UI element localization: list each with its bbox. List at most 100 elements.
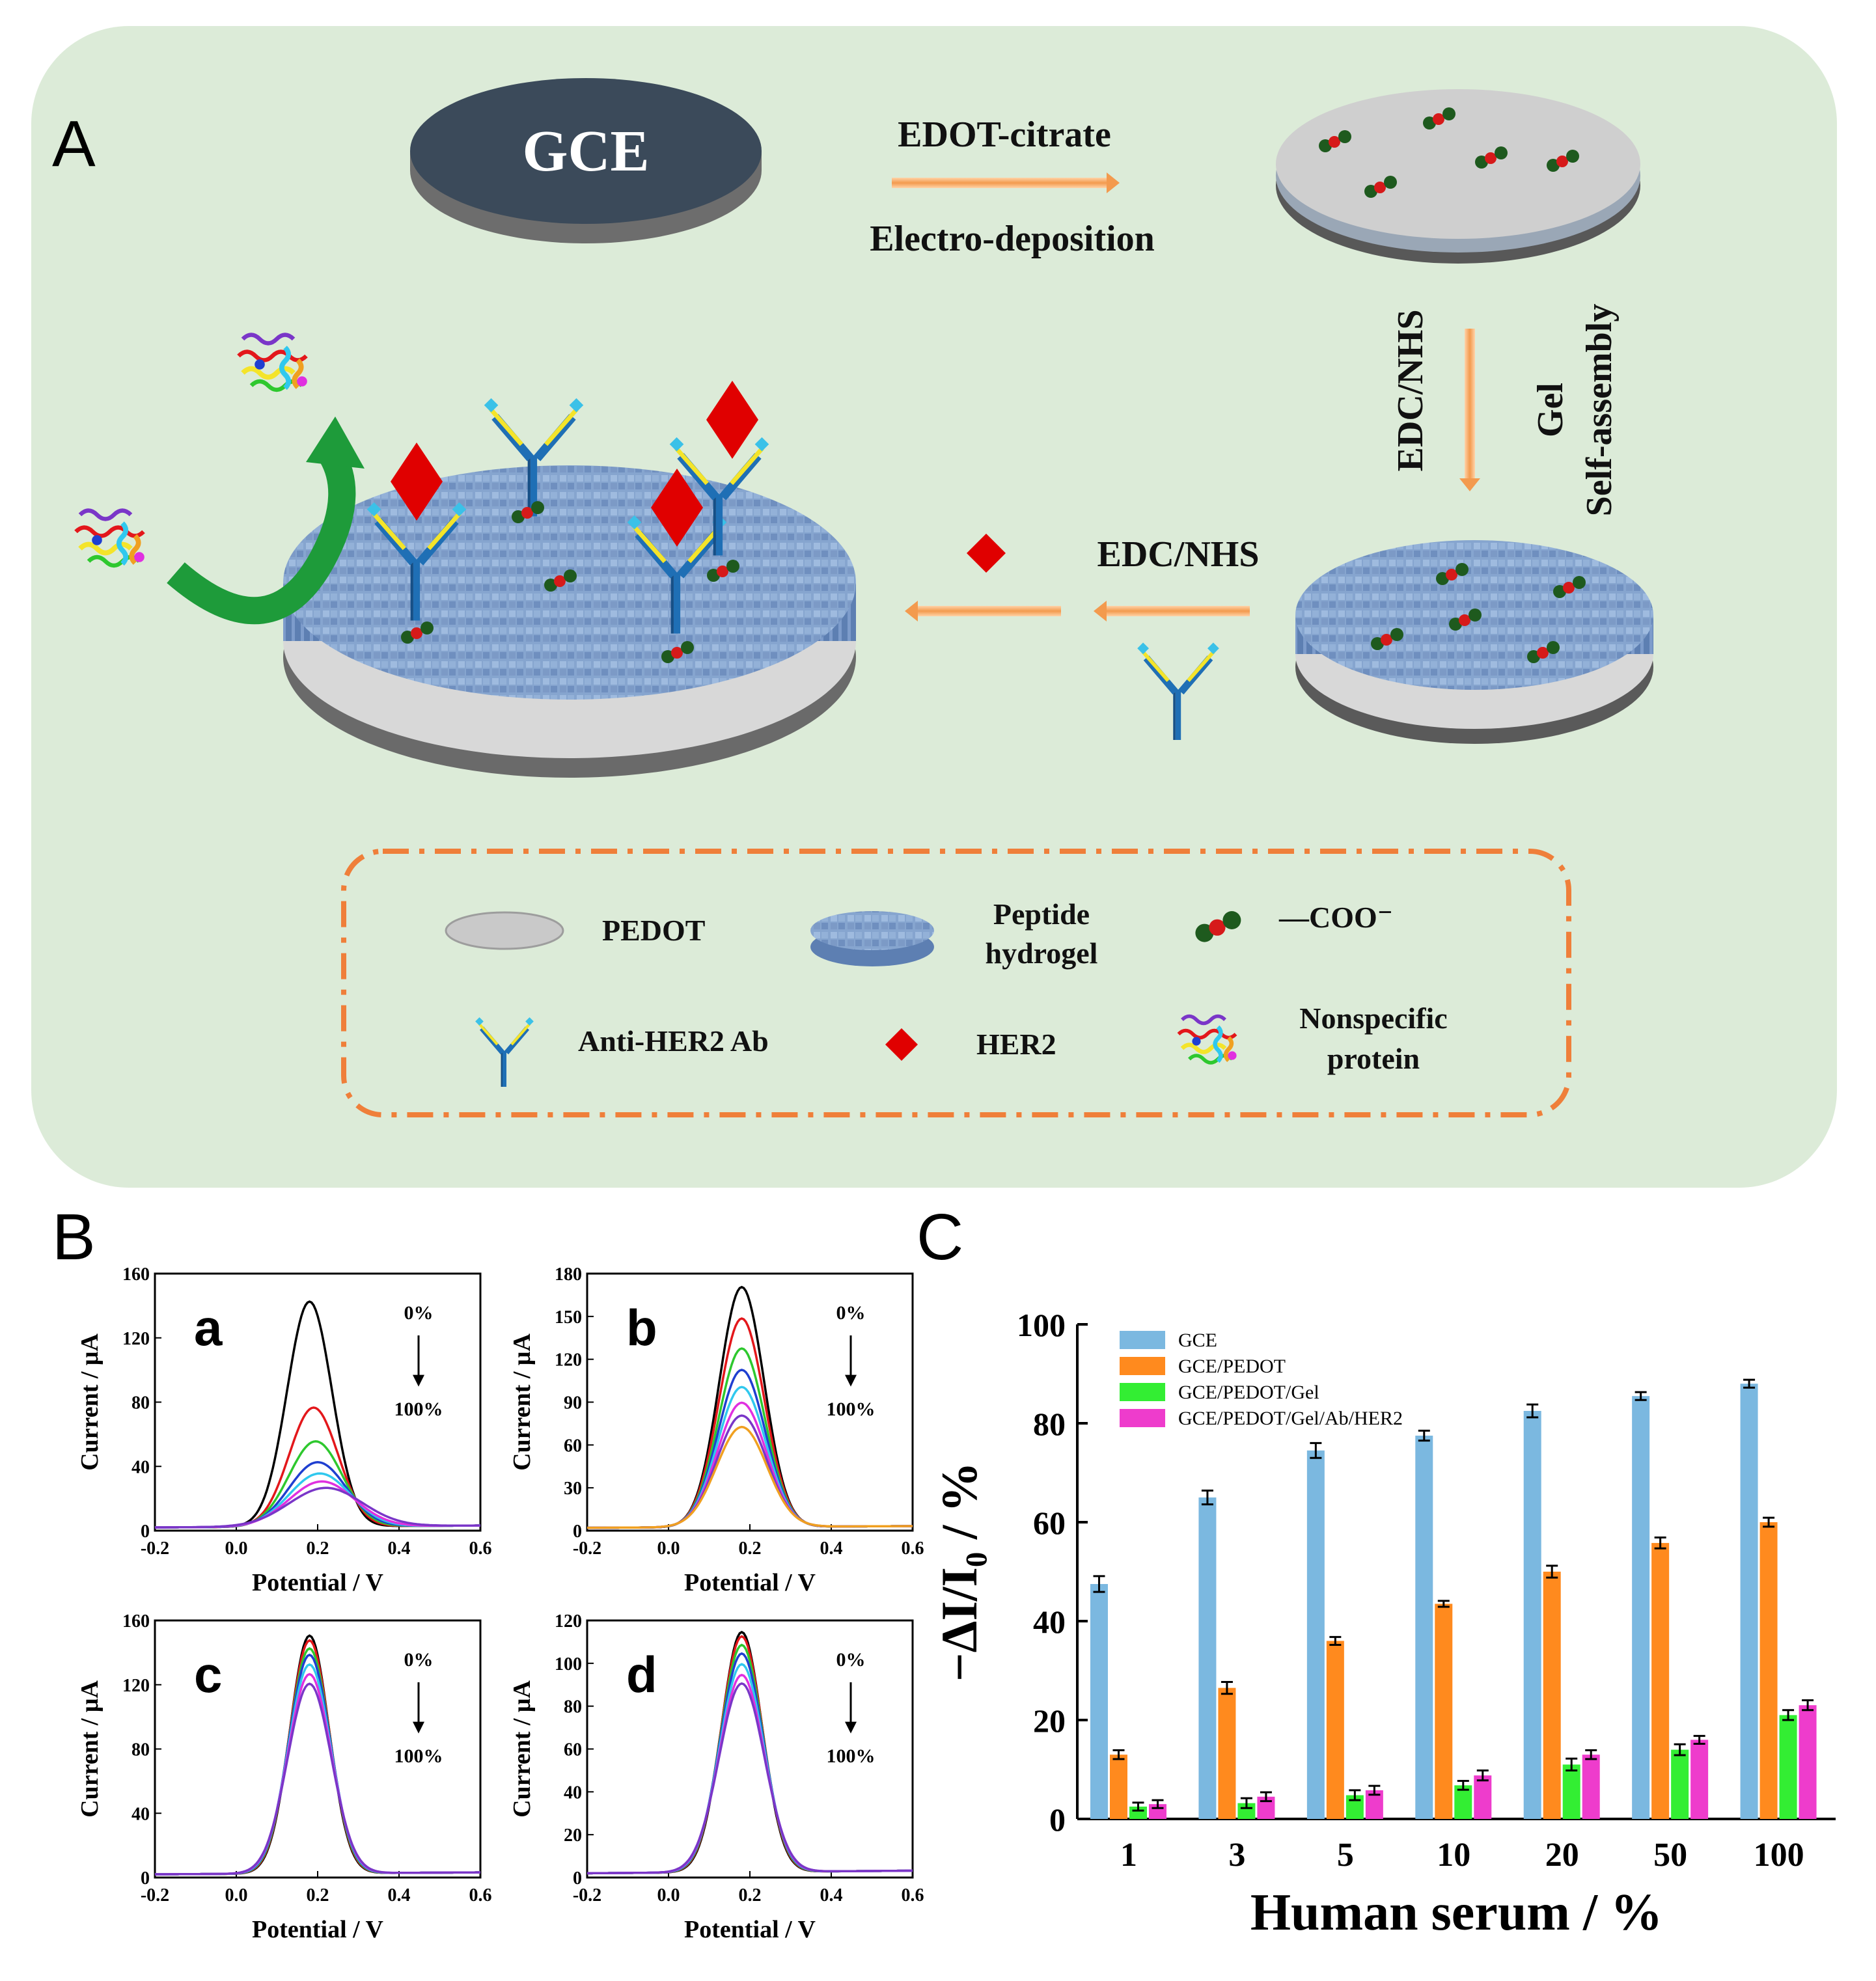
legend-label: GCE/PEDOT/Gel/Ab/HER2 xyxy=(1178,1408,1403,1429)
bar-gce-pedot xyxy=(1435,1604,1453,1819)
x-tick-label: 0.6 xyxy=(469,1885,492,1906)
step3-arrowhead-right xyxy=(1094,601,1107,622)
voltammogram-curve xyxy=(154,1461,480,1529)
x-tick-label: -0.2 xyxy=(141,1538,169,1559)
step1-bottom-label: Electro-deposition xyxy=(870,219,1155,259)
voltammogram-curve xyxy=(587,1425,913,1529)
y-tick-label: 20 xyxy=(564,1825,582,1846)
legend-protein-label-1: Nonspecific xyxy=(1299,1002,1447,1035)
panel-c-label: C xyxy=(917,1201,963,1274)
x-tick-label: -0.2 xyxy=(573,1538,601,1559)
step1-top-label: EDOT-citrate xyxy=(898,115,1111,155)
step3-arrowhead-left xyxy=(905,601,918,622)
x-tick-label: 20 xyxy=(1545,1837,1579,1874)
y-tick-label: 0 xyxy=(141,1522,150,1542)
x-tick-label: 5 xyxy=(1337,1837,1354,1874)
y-tick-label: 30 xyxy=(564,1479,582,1499)
legend-hydrogel-label-2: hydrogel xyxy=(986,936,1098,970)
legend-label: GCE/PEDOT xyxy=(1178,1356,1286,1377)
x-tick-label: 0.0 xyxy=(657,1885,680,1906)
voltammogram-curve xyxy=(154,1673,480,1876)
panel-a-label: A xyxy=(52,107,96,180)
x-tick-label: -0.2 xyxy=(573,1885,601,1906)
x-tick-label: 0.2 xyxy=(307,1885,329,1906)
legend-swatch xyxy=(1120,1331,1165,1349)
y-tick-label: 20 xyxy=(1033,1702,1066,1739)
y-tick-label: 80 xyxy=(564,1697,582,1717)
immunosensor-electrode xyxy=(283,381,856,778)
legend-swatch xyxy=(1120,1409,1165,1427)
y-tick-label: 180 xyxy=(555,1264,582,1285)
bar-gce-pedot xyxy=(1110,1755,1127,1819)
arrow-top-label: 0% xyxy=(836,1302,866,1324)
legend-pedot-icon xyxy=(445,911,564,950)
step1-arrow xyxy=(892,178,1107,188)
x-tick-label: -0.2 xyxy=(141,1885,169,1906)
arrow-top-label: 0% xyxy=(404,1649,434,1671)
step2-right-label-1: Gel xyxy=(1530,383,1571,437)
legend-label: GCE/PEDOT/Gel xyxy=(1178,1382,1319,1403)
x-tick-label: 0.4 xyxy=(820,1538,843,1559)
legend-swatch xyxy=(1120,1383,1165,1401)
voltammogram-curve xyxy=(587,1673,913,1875)
bar-gce-pedot xyxy=(1651,1542,1670,1819)
bar-gce-pedot xyxy=(1759,1522,1778,1819)
x-tick-label: 0.4 xyxy=(388,1885,411,1906)
voltammogram-curve xyxy=(154,1440,480,1529)
x-tick-label: 100 xyxy=(1754,1837,1804,1874)
y-tick-label: 0 xyxy=(573,1522,582,1542)
arrow-bottom-label: 100% xyxy=(394,1745,443,1767)
bar-gce-pedot-gel-ab-her2 xyxy=(1582,1755,1600,1819)
y-tick-label: 40 xyxy=(131,1457,150,1477)
y-tick-label: 120 xyxy=(122,1329,150,1349)
step3-label: EDC/NHS xyxy=(1097,534,1260,575)
step1-arrowhead xyxy=(1107,172,1120,193)
pedot-electrode xyxy=(1276,89,1640,264)
legend-her2-label: HER2 xyxy=(976,1028,1056,1061)
x-tick-label: 0.2 xyxy=(739,1885,762,1906)
y-tick-label: 120 xyxy=(122,1676,150,1696)
bar-gce-pedot xyxy=(1543,1572,1561,1819)
panel-b-label: B xyxy=(52,1201,96,1274)
x-tick-label: 50 xyxy=(1653,1837,1687,1874)
x-tick-label: 0.6 xyxy=(469,1538,492,1559)
y-axis-label: −ΔI/I₀ / % xyxy=(931,1462,987,1682)
bar-gce-pedot-gel-ab-her2 xyxy=(1799,1705,1817,1819)
x-tick-label: 0.0 xyxy=(657,1538,680,1559)
y-tick-label: 80 xyxy=(131,1393,150,1414)
arrow-top-label: 0% xyxy=(404,1302,434,1324)
x-tick-label: 0.4 xyxy=(820,1885,843,1906)
y-axis-label: Current / μA xyxy=(76,1333,103,1471)
x-tick-label: 0.2 xyxy=(307,1538,329,1559)
y-axis-label: Current / μA xyxy=(508,1333,536,1471)
y-axis-label: Current / μA xyxy=(508,1680,536,1818)
bar-gce xyxy=(1198,1497,1217,1819)
x-tick-label: 1 xyxy=(1120,1837,1137,1874)
arrow-top-label: 0% xyxy=(836,1649,866,1671)
step3-arrow-left xyxy=(918,606,1061,616)
step2-left-label: EDC/NHS xyxy=(1390,310,1431,472)
legend-antibody-label: Anti-HER2 Ab xyxy=(578,1024,769,1058)
bar-gce xyxy=(1090,1584,1108,1819)
y-tick-label: 90 xyxy=(564,1393,582,1414)
legend-coo-label: —COO⁻ xyxy=(1278,901,1393,934)
subplot-letter: b xyxy=(626,1299,657,1356)
y-tick-label: 120 xyxy=(555,1611,582,1632)
subplot-letter: d xyxy=(626,1646,657,1703)
step2-right-label-2: Self-assembly xyxy=(1579,304,1620,517)
step3-her2-icon xyxy=(967,534,1006,573)
legend-pedot-label: PEDOT xyxy=(602,914,705,947)
arrow-bottom-label: 100% xyxy=(827,1745,876,1767)
step2-arrow xyxy=(1465,329,1475,478)
y-tick-label: 0 xyxy=(1049,1801,1066,1838)
bar-gce xyxy=(1740,1384,1758,1819)
x-tick-label: 0.2 xyxy=(739,1538,762,1559)
y-tick-label: 40 xyxy=(564,1783,582,1803)
legend-her2-icon xyxy=(885,1028,918,1061)
y-tick-label: 150 xyxy=(555,1307,582,1328)
gel-electrode xyxy=(1295,540,1653,744)
step3-arrow-right xyxy=(1107,606,1250,616)
